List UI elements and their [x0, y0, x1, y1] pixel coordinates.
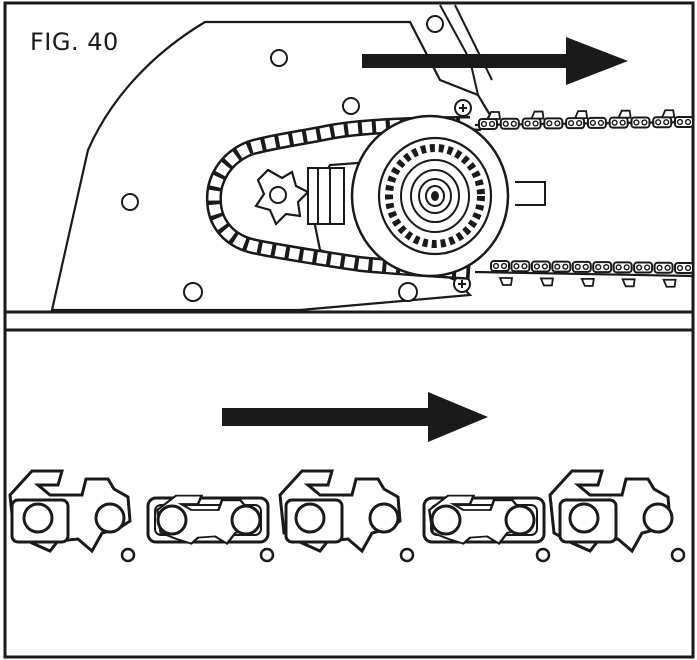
chain-link [478, 118, 498, 130]
rivet [22, 502, 54, 534]
direction-arrow-top [362, 37, 628, 85]
chain-link [608, 116, 629, 129]
rivet [642, 502, 674, 534]
chain-link [571, 260, 592, 273]
chain-link [674, 116, 694, 128]
housing-hole [270, 49, 288, 67]
chain-link [551, 260, 572, 273]
rivet [568, 502, 600, 534]
chain-closeup-panel [8, 392, 686, 563]
chain-link [543, 117, 564, 130]
chain-run-top [478, 109, 694, 130]
chain-tooth [580, 277, 595, 287]
chain-link [630, 116, 651, 129]
figure-label: FIG. 40 [30, 28, 119, 56]
bar-sprocket-wheel [350, 114, 510, 278]
chain-closeup [8, 469, 686, 563]
housing-hole [426, 15, 444, 33]
chain-link [521, 117, 542, 130]
chain-tooth [499, 277, 513, 286]
chain-link [510, 260, 531, 273]
rivet [368, 502, 400, 534]
panel-separator [3, 310, 695, 332]
chain-on-sprocket-panel [50, 4, 694, 312]
chain-tooth [617, 109, 632, 119]
rivet [430, 504, 462, 536]
chain-tooth [662, 278, 677, 288]
chain-tooth [574, 110, 589, 120]
chain-link [674, 262, 694, 274]
housing-hole [398, 282, 418, 302]
bar-screw-icon [454, 99, 472, 117]
rivet [156, 504, 188, 536]
chain-link [499, 117, 520, 130]
chain-link [586, 116, 607, 129]
chain-link [653, 261, 674, 274]
rivet [294, 502, 326, 534]
chain-link [633, 261, 654, 274]
clutch-drum [307, 167, 345, 225]
chain-link [592, 261, 613, 274]
chain-tooth [530, 110, 545, 120]
housing-hole [183, 282, 203, 302]
chain-tooth [487, 111, 501, 120]
chain-tooth [539, 277, 554, 287]
direction-arrow-bottom [222, 392, 488, 442]
rivet [504, 504, 536, 536]
housing-hole [121, 193, 139, 211]
chain-link [530, 260, 551, 273]
chain-link [652, 116, 673, 129]
chain-tooth [661, 109, 676, 119]
chain-tooth [621, 278, 636, 288]
chain-link [490, 260, 510, 272]
housing-hole [342, 97, 360, 115]
rivet [94, 502, 126, 534]
chain-link [612, 261, 633, 274]
drive-sprocket [254, 168, 310, 226]
rivet [230, 504, 262, 536]
guide-bar-bottom-edge [474, 270, 694, 278]
chain-link [565, 117, 586, 130]
